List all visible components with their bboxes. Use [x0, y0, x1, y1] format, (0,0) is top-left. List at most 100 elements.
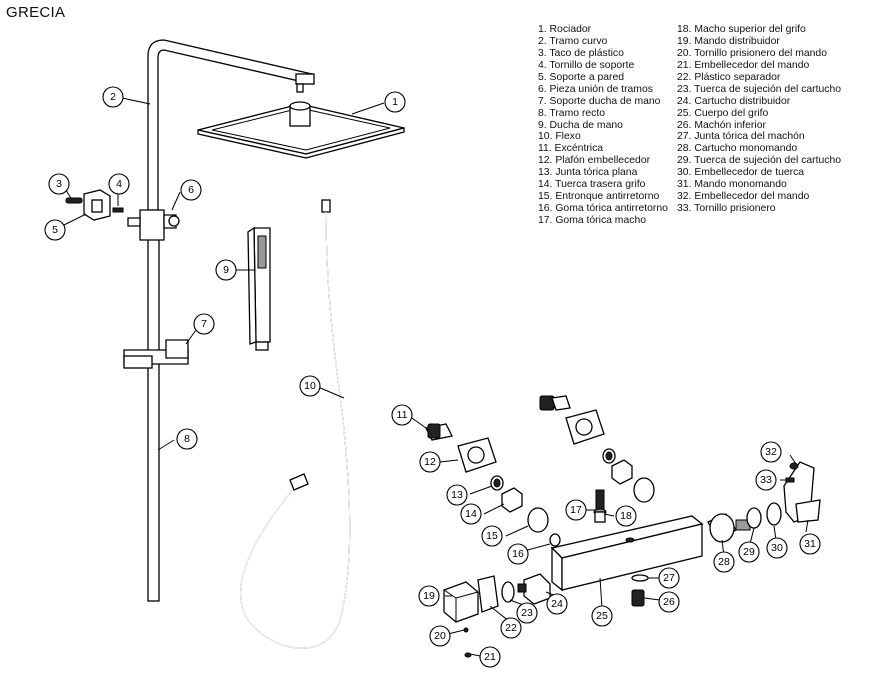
svg-text:24: 24	[551, 598, 563, 610]
straight-tube	[147, 235, 160, 602]
legend-item: 3. Taco de plástico	[538, 47, 624, 59]
callout-26: 26	[658, 591, 680, 613]
svg-text:10: 10	[304, 380, 316, 392]
leader-21	[469, 653, 481, 657]
callout-12: 12	[419, 451, 441, 473]
svg-text:5: 5	[52, 224, 58, 236]
non-return-oring	[549, 533, 561, 547]
plastic-spacer	[477, 575, 499, 613]
handle-cap	[789, 462, 799, 470]
legend-item: 15. Entronque antirretorno	[538, 191, 660, 203]
svg-text:30: 30	[771, 542, 783, 554]
nut-trim	[766, 502, 782, 526]
callout-18: 18	[615, 505, 637, 527]
legend-item: 33. Tornillo prisionero	[677, 203, 776, 215]
flat-oring-left-inner	[493, 478, 501, 488]
svg-text:27: 27	[663, 572, 675, 584]
leader-20	[447, 629, 465, 635]
leader-7	[185, 329, 197, 345]
handle-set-screw	[463, 627, 469, 633]
hose-top-nut	[321, 199, 331, 213]
hand-shower	[247, 226, 271, 351]
callout-19: 19	[418, 585, 440, 607]
leader-15	[505, 525, 529, 537]
legend-item: 31. Mando monomando	[677, 179, 787, 191]
legend-item: 14. Tuerca trasera grifo	[538, 179, 646, 191]
callouts: 1 2 3 4 5 6 7 8 9 10 11 12 13 14 15 16 1…	[44, 86, 821, 668]
legend-item: 12. Plafón embellecedor	[538, 155, 651, 167]
callout-28: 28	[713, 551, 735, 573]
legend-item: 17. Goma tórica macho	[538, 215, 646, 226]
svg-text:29: 29	[743, 546, 755, 558]
callout-11: 11	[391, 404, 413, 426]
rain-head-connector-top	[289, 101, 311, 111]
cover-plate-right-hole	[575, 418, 593, 436]
legend-item: 1. Rociador	[538, 24, 592, 35]
legend-item: 28. Cartucho monomando	[677, 143, 798, 155]
callout-22: 22	[500, 617, 522, 639]
callout-27: 27	[658, 567, 680, 589]
legend-item: 6. Pieza unión de tramos	[538, 83, 653, 95]
svg-text:3: 3	[56, 178, 62, 190]
leader-1	[351, 102, 385, 115]
eccentric-right	[551, 395, 571, 411]
plastic-plug	[65, 197, 83, 204]
callout-7: 7	[193, 313, 215, 335]
arm-nipple	[296, 83, 304, 93]
diverter-cartridge	[523, 573, 551, 605]
callout-5: 5	[44, 219, 66, 241]
svg-text:26: 26	[663, 596, 675, 608]
legend-item: 20. Tornillo prisionero del mando	[677, 47, 827, 59]
svg-text:21: 21	[484, 651, 496, 663]
callout-10: 10	[299, 375, 321, 397]
diverter-handle-edges	[443, 589, 479, 622]
rear-nut-right	[611, 459, 633, 485]
callout-20: 20	[429, 625, 451, 647]
svg-text:6: 6	[188, 184, 194, 196]
svg-text:2: 2	[110, 91, 116, 103]
callout-32: 32	[760, 441, 782, 463]
svg-text:4: 4	[116, 178, 122, 190]
shower-column	[123, 39, 315, 602]
callout-24: 24	[546, 593, 568, 615]
non-return-left	[527, 507, 549, 533]
flexible-hose	[240, 199, 351, 649]
leader-31	[805, 519, 809, 533]
legend-item: 24. Cartucho distribuidor	[677, 95, 791, 107]
svg-text:14: 14	[465, 508, 477, 520]
svg-text:20: 20	[434, 630, 446, 642]
rain-head	[197, 101, 405, 159]
svg-text:31: 31	[804, 538, 816, 550]
svg-text:18: 18	[620, 510, 632, 522]
hand-shower-side	[247, 226, 257, 345]
svg-text:1: 1	[392, 96, 398, 108]
legend-item: 27. Junta tórica del machón	[677, 131, 805, 143]
svg-text:11: 11	[397, 409, 408, 421]
arm-end	[295, 73, 315, 85]
mono-handle-lever	[795, 499, 821, 523]
callout-6: 6	[180, 179, 202, 201]
leader-8	[157, 439, 175, 451]
callout-8: 8	[176, 428, 198, 450]
svg-text:8: 8	[184, 433, 190, 445]
cover-plate-left-hole	[467, 446, 485, 464]
cartridge-mono-body	[709, 513, 735, 543]
svg-text:32: 32	[765, 446, 777, 458]
rain-head-edge	[197, 127, 405, 159]
legend-item: 10. Flexo	[538, 131, 581, 143]
legend-item: 32. Embellecedor del mando	[677, 191, 810, 203]
leader-12	[439, 459, 459, 463]
callout-21: 21	[479, 646, 501, 668]
diagram-title: GRECIA	[6, 4, 66, 21]
legend-item: 13. Junta tórica plana	[538, 167, 638, 179]
leader-6	[171, 191, 181, 211]
leader-14	[483, 503, 505, 515]
hand-holder-clamp	[123, 355, 153, 369]
diverter-handle	[443, 581, 479, 623]
legend-item: 19. Mando distribuidor	[677, 35, 780, 47]
junction-stub	[127, 217, 141, 227]
leader-29	[749, 527, 755, 545]
leader-26	[643, 597, 661, 601]
